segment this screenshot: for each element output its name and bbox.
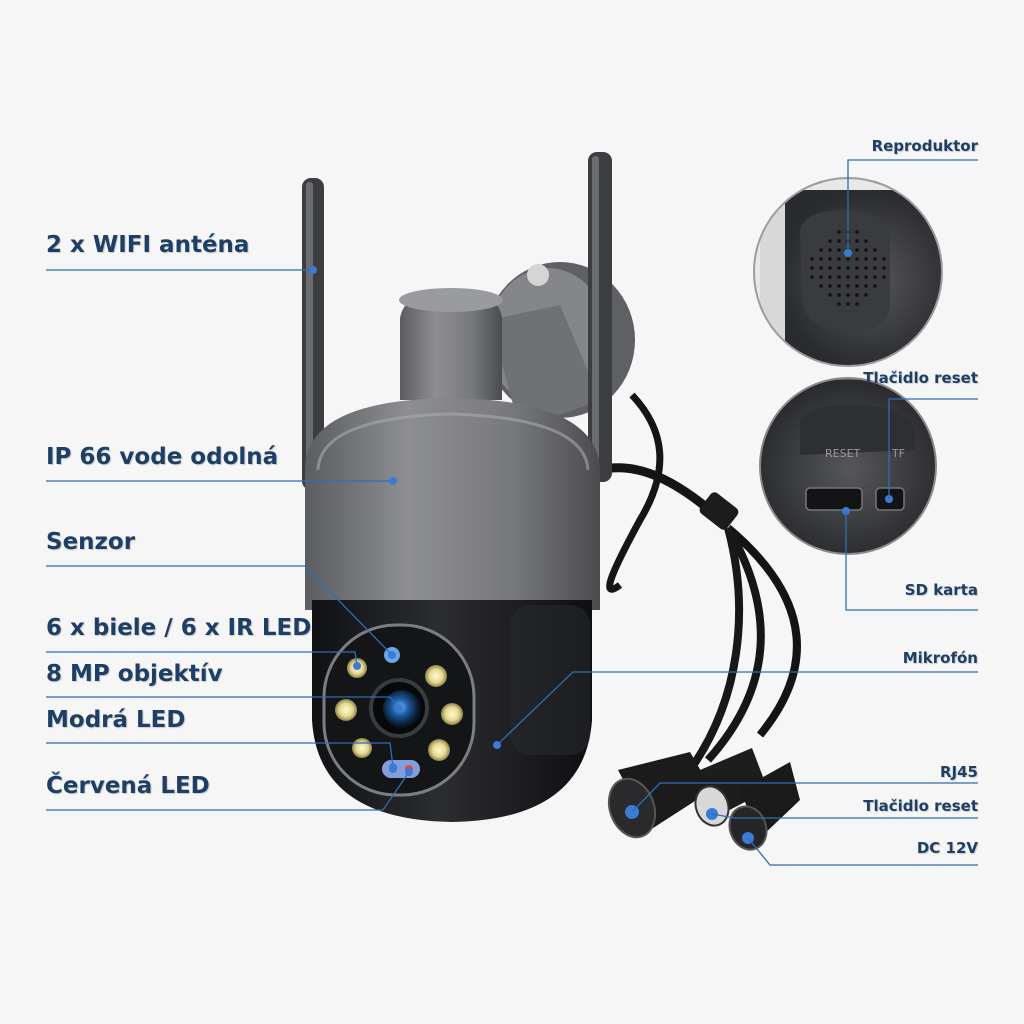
speaker-hole — [828, 239, 832, 243]
label-red-led: Červená LED — [46, 773, 210, 799]
label-wifi-antenna: 2 x WIFI anténa — [46, 232, 250, 258]
leader-lines-left — [46, 269, 410, 811]
speaker-hole — [864, 275, 868, 279]
label-rj45: RJ45 — [939, 763, 978, 781]
speaker-hole — [837, 248, 841, 252]
leader-lines-right — [496, 159, 978, 866]
camera-neck — [399, 288, 503, 400]
tf-print: TF — [891, 447, 905, 460]
speaker-hole — [882, 257, 886, 261]
label-microphone: Mikrofón — [902, 649, 978, 667]
label-leds: 6 x biele / 6 x IR LED — [46, 615, 312, 641]
wifi-antenna-right — [588, 152, 612, 482]
speaker-hole — [855, 248, 859, 252]
speaker-hole — [846, 284, 850, 288]
speaker-hole — [837, 266, 841, 270]
speaker-hole — [855, 284, 859, 288]
label-reset-bottom: Tlačidlo reset — [863, 797, 978, 815]
speaker-hole — [837, 257, 841, 261]
speaker-hole — [846, 302, 850, 306]
speaker-hole — [828, 248, 832, 252]
speaker-hole — [882, 266, 886, 270]
sd-reset-inset: RESET TF — [759, 377, 937, 555]
speaker-hole — [837, 302, 841, 306]
speaker-hole — [819, 257, 823, 261]
label-blue-led: Modrá LED — [46, 707, 186, 733]
speaker-hole — [846, 275, 850, 279]
camera-housing-top — [305, 398, 600, 610]
speaker-hole — [828, 293, 832, 297]
power-cable — [598, 392, 801, 773]
speaker-hole — [864, 284, 868, 288]
speaker-hole — [837, 230, 841, 234]
speaker-hole — [837, 275, 841, 279]
label-speaker: Reproduktor — [871, 137, 978, 155]
dc-connector — [728, 762, 800, 851]
speaker-hole — [819, 284, 823, 288]
speaker-hole — [873, 266, 877, 270]
speaker-hole — [819, 275, 823, 279]
speaker-hole — [810, 266, 814, 270]
callout-dots-left — [309, 266, 413, 776]
speaker-hole — [855, 275, 859, 279]
speaker-hole — [864, 257, 868, 261]
speaker-hole — [855, 239, 859, 243]
reset-print: RESET — [825, 447, 861, 460]
speaker-hole — [873, 248, 877, 252]
speaker-hole — [846, 293, 850, 297]
label-lens: 8 MP objektív — [46, 661, 223, 687]
speaker-hole — [864, 266, 868, 270]
label-sd-card: SD karta — [904, 581, 978, 599]
speaker-hole — [855, 257, 859, 261]
speaker-hole — [882, 275, 886, 279]
wifi-antenna-left — [302, 178, 324, 490]
speaker-hole — [819, 248, 823, 252]
speaker-hole — [855, 302, 859, 306]
label-dc: DC 12V — [916, 839, 978, 857]
callout-dots-right — [493, 249, 852, 749]
speaker-hole — [873, 257, 877, 261]
speaker-hole — [873, 275, 877, 279]
speaker-inset — [753, 177, 943, 367]
label-ip66: IP 66 vode odolná — [46, 444, 279, 470]
speaker-hole — [828, 266, 832, 270]
speaker-hole — [828, 275, 832, 279]
speaker-hole — [810, 275, 814, 279]
speaker-hole — [864, 248, 868, 252]
speaker-hole — [819, 266, 823, 270]
speaker-hole — [855, 293, 859, 297]
speaker-hole — [837, 293, 841, 297]
speaker-hole — [828, 284, 832, 288]
speaker-hole — [828, 257, 832, 261]
speaker-hole — [846, 257, 850, 261]
speaker-hole — [837, 239, 841, 243]
speaker-hole — [873, 284, 877, 288]
speaker-hole — [864, 293, 868, 297]
label-reset-top: Tlačidlo reset — [863, 369, 978, 387]
speaker-hole — [855, 230, 859, 234]
speaker-hole — [846, 266, 850, 270]
speaker-hole — [864, 239, 868, 243]
speaker-hole — [810, 257, 814, 261]
speaker-hole — [837, 284, 841, 288]
speaker-hole — [855, 266, 859, 270]
label-sensor: Senzor — [46, 529, 136, 555]
